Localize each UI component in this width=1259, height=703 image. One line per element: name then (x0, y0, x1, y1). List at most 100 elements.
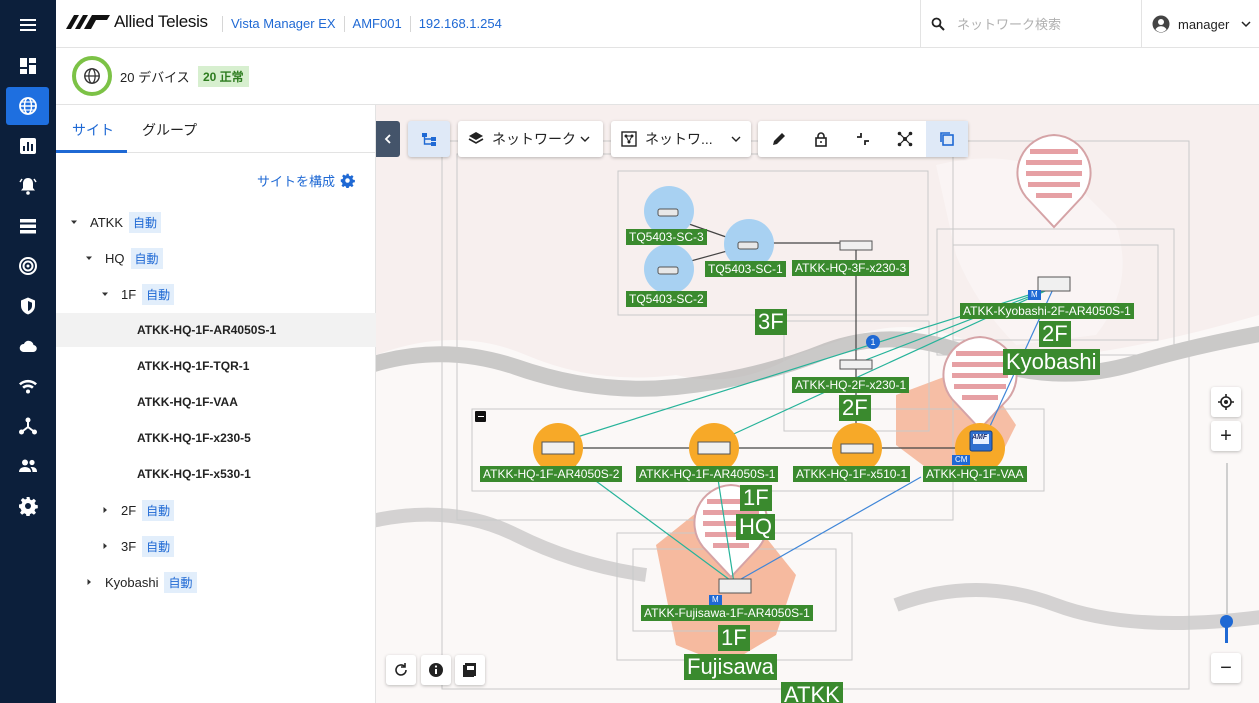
tree-leaf-ar4050s-1[interactable]: ATKK-HQ-1F-AR4050S-1 (56, 313, 376, 347)
zoom-in-button[interactable]: + (1211, 421, 1241, 451)
nav-reports[interactable] (6, 127, 49, 165)
breadcrumb-ip[interactable]: 192.168.1.254 (409, 16, 510, 32)
site-tree-panel: サイト グループ サイトを構成 ATKK 自動 HQ 自動 1F 自動 ATKK… (56, 105, 376, 703)
auto-badge: 自動 (130, 247, 163, 269)
tree-node-label: HQ (105, 250, 125, 266)
health-ring (72, 56, 112, 96)
tree-node-hq-3f[interactable]: 3F 自動 (56, 529, 376, 563)
shield-icon (20, 297, 35, 315)
caret-down-icon (86, 256, 92, 260)
nav-users[interactable] (6, 447, 49, 485)
nav-alarms[interactable] (6, 167, 49, 205)
device-label-1f-x510-1[interactable]: ATKK-HQ-1F-x510-1 (793, 466, 911, 482)
nav-network-map[interactable] (6, 87, 49, 125)
info-icon (429, 663, 443, 677)
nav-devices[interactable] (6, 207, 49, 245)
link-count-badge[interactable]: 1 (866, 335, 880, 349)
caret-down-icon (102, 292, 108, 296)
device-label-3f-x230-3[interactable]: ATKK-HQ-3F-x230-3 (792, 260, 910, 276)
panel-tabs: サイト グループ (56, 105, 376, 153)
breadcrumb: Vista Manager EX AMF001 192.168.1.254 (222, 0, 510, 48)
caret-right-icon (87, 579, 91, 585)
locate-button[interactable] (1211, 387, 1241, 417)
allied-telesis-logo-icon (66, 15, 110, 29)
zoom-out-button[interactable]: − (1211, 653, 1241, 683)
tree-node-hq-2f[interactable]: 2F 自動 (56, 493, 376, 527)
nav-cloud[interactable] (6, 327, 49, 365)
network-map[interactable]: ネットワーク ネットワ... (376, 105, 1259, 703)
tree-node-hq[interactable]: HQ 自動 (56, 241, 376, 275)
collapse-panel-button[interactable] (376, 121, 400, 157)
gear-icon (18, 497, 38, 516)
tab-sites[interactable]: サイト (72, 122, 114, 138)
search-input[interactable] (957, 16, 1137, 32)
edit-button[interactable] (758, 121, 800, 157)
nav-settings[interactable] (6, 487, 49, 525)
nav-dashboard[interactable] (6, 47, 49, 85)
area-label-kyobashi: Kyobashi (1003, 349, 1100, 375)
caret-right-icon (103, 543, 107, 549)
brand-logo[interactable]: Allied Telesis (66, 12, 208, 32)
chart-icon (19, 138, 36, 154)
nav-monitoring[interactable] (6, 247, 49, 285)
view-dropdown-label: ネットワ... (645, 131, 713, 147)
zoom-slider-track[interactable] (1226, 463, 1228, 643)
auto-badge: 自動 (142, 535, 175, 557)
map-tool-group (758, 121, 968, 157)
layer-dropdown[interactable]: ネットワーク (458, 121, 603, 157)
tree-leaf-vaa[interactable]: ATKK-HQ-1F-VAA (56, 385, 376, 419)
layers-icon (468, 132, 484, 144)
configure-sites-button[interactable]: サイトを構成 (257, 171, 355, 190)
summary-bar: 20 デバイス 20 正常 (56, 48, 1259, 105)
tab-groups[interactable]: グループ (142, 122, 198, 138)
view-dropdown[interactable]: ネットワ... (611, 121, 751, 157)
tree-node-label: ATKK (90, 214, 123, 230)
auto-badge: 自動 (142, 499, 175, 521)
chevron-down-icon (731, 136, 741, 142)
tree-node-atkk[interactable]: ATKK 自動 (56, 205, 376, 239)
nav-security[interactable] (6, 287, 49, 325)
device-label-tq5403-sc-3[interactable]: TQ5403-SC-3 (626, 229, 707, 245)
group-select-button[interactable] (926, 121, 968, 157)
tree-leaf-label: ATKK-HQ-1F-x530-1 (137, 467, 251, 481)
info-button[interactable] (421, 655, 451, 685)
crosshair-icon (1218, 394, 1234, 410)
refresh-icon (395, 663, 407, 676)
device-label-fujisawa-ar4050s-1[interactable]: ATKK-Fujisawa-1F-AR4050S-1 (641, 605, 813, 621)
collapse-nodes-button[interactable] (842, 121, 884, 157)
user-menu[interactable]: manager (1141, 0, 1259, 48)
refresh-button[interactable] (386, 655, 416, 685)
device-label-1f-vaa[interactable]: ATKK-HQ-1F-VAA (923, 466, 1027, 482)
export-pdf-button[interactable] (455, 655, 485, 685)
hierarchy-view-button[interactable] (408, 121, 450, 157)
device-label-tq5403-sc-1[interactable]: TQ5403-SC-1 (705, 261, 786, 277)
device-count: 20 デバイス (120, 70, 190, 85)
group-collapse-toggle[interactable] (475, 411, 486, 422)
auto-layout-button[interactable] (884, 121, 926, 157)
tree-node-hq-1f[interactable]: 1F 自動 (56, 277, 376, 311)
device-label-2f-x230-1[interactable]: ATKK-HQ-2F-x230-1 (792, 377, 910, 393)
list-icon (19, 219, 36, 234)
tree-leaf-label: ATKK-HQ-1F-x230-5 (137, 431, 251, 445)
device-label-1f-ar4050s-1[interactable]: ATKK-HQ-1F-AR4050S-1 (636, 466, 779, 482)
chevron-down-icon (580, 136, 590, 142)
ap-nodes (644, 186, 774, 294)
collapse-icon (857, 133, 869, 145)
device-label-kyobashi-ar4050s-1[interactable]: ATKK-Kyobashi-2F-AR4050S-1 (960, 303, 1134, 319)
nav-wireless[interactable] (6, 367, 49, 405)
tree-leaf-x230-5[interactable]: ATKK-HQ-1F-x230-5 (56, 421, 376, 455)
tree-node-kyobashi[interactable]: Kyobashi 自動 (56, 565, 376, 599)
zoom-slider-thumb[interactable] (1220, 615, 1233, 629)
device-label-1f-ar4050s-2[interactable]: ATKK-HQ-1F-AR4050S-2 (480, 466, 623, 482)
menu-button[interactable] (6, 6, 49, 44)
lock-button[interactable] (800, 121, 842, 157)
minus-icon (477, 415, 484, 418)
network-search (920, 0, 1141, 48)
breadcrumb-app[interactable]: Vista Manager EX (222, 16, 344, 32)
breadcrumb-area[interactable]: AMF001 (343, 16, 410, 32)
tree-leaf-tqr-1[interactable]: ATKK-HQ-1F-TQR-1 (56, 349, 376, 383)
cloud-icon (19, 340, 37, 353)
nav-topology[interactable] (6, 407, 49, 445)
tree-leaf-x530-1[interactable]: ATKK-HQ-1F-x530-1 (56, 457, 376, 491)
device-label-tq5403-sc-2[interactable]: TQ5403-SC-2 (626, 291, 707, 307)
